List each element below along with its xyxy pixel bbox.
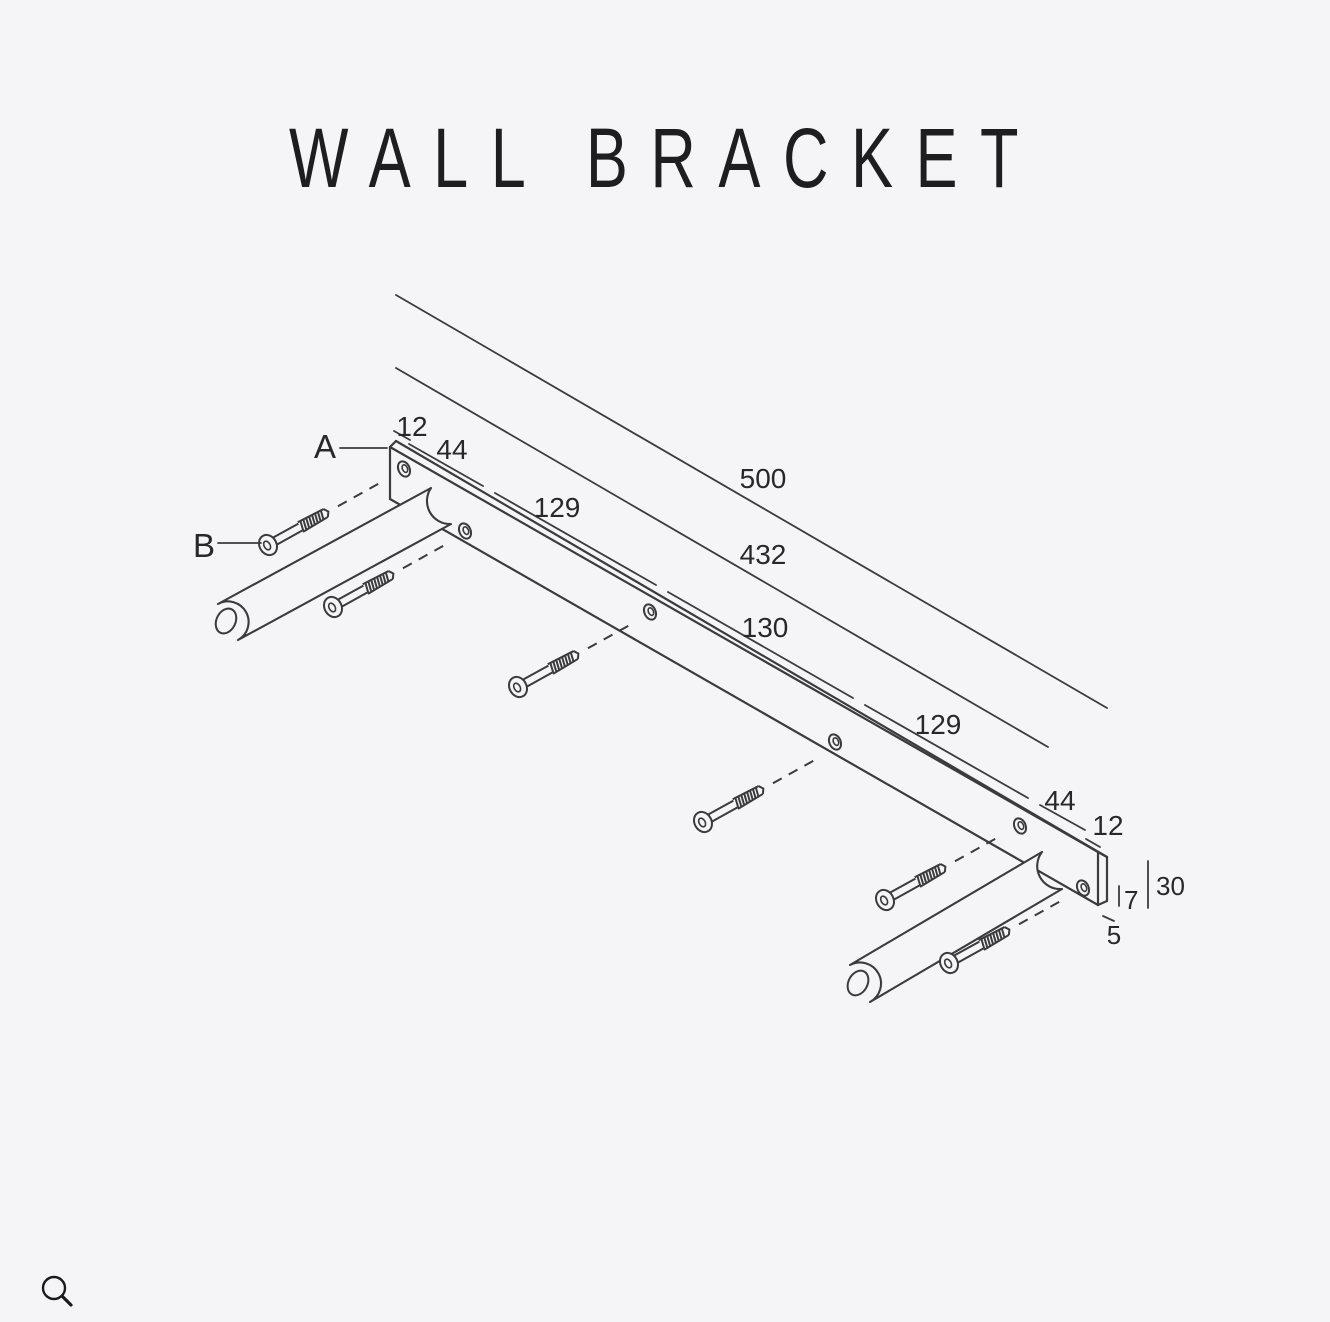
hole-6: [1073, 877, 1093, 899]
dim-line-432: [395, 367, 1049, 748]
tick-12-right: [1085, 838, 1101, 848]
dimension-lines: [217, 294, 1149, 922]
dim-44-left: 44: [436, 434, 467, 465]
right-peg-body: [848, 850, 1064, 1004]
dim-30: 30: [1156, 871, 1185, 901]
tick-12-left: [393, 430, 411, 441]
dim-12-left: 12: [396, 411, 427, 442]
dim-130: 130: [742, 612, 789, 643]
hole-3: [640, 601, 660, 623]
right-peg-end-face: [846, 969, 870, 997]
tick-5: [1102, 915, 1115, 922]
left-peg-body: [216, 486, 453, 642]
dim-12-right: 12: [1092, 810, 1123, 841]
left-peg-end-face: [214, 607, 238, 635]
dim-432: 432: [740, 539, 787, 570]
bar-back-top-edge: [394, 439, 1109, 859]
left-peg: [214, 486, 453, 642]
dim-44-right: 44: [1044, 785, 1075, 816]
part-label-b: B: [193, 527, 215, 564]
dim-5: 5: [1107, 920, 1121, 950]
bar-bottom-edge: [388, 497, 1100, 907]
chain-seg-44-right: [1039, 804, 1086, 831]
hole-4: [825, 731, 845, 753]
bracket-bar: [388, 439, 1109, 907]
bar-left-top-edge: [388, 439, 398, 449]
chain-seg-44-left: [408, 443, 484, 487]
zoom-button[interactable]: [36, 1266, 80, 1310]
bar-front-top-edge: [388, 445, 1100, 854]
hole-5: [1010, 815, 1030, 837]
chain-seg-129-right: [864, 704, 1029, 799]
screw-3: [504, 611, 642, 702]
hole-1: [394, 458, 414, 480]
dimension-labels: 12 44 129 500 432 130 129 44 12 30 7 5 A…: [193, 411, 1185, 950]
right-peg: [846, 850, 1064, 1004]
bar-right-top-edge: [1096, 850, 1109, 859]
screw-4: [689, 746, 827, 837]
screw-holes: [394, 458, 1093, 899]
dim-7: 7: [1124, 885, 1138, 915]
bar-right-bottom-edge: [1096, 899, 1109, 907]
dim-129-right: 129: [915, 709, 962, 740]
dim-500: 500: [740, 463, 787, 494]
chain-seg-130: [667, 591, 854, 699]
part-label-a: A: [314, 428, 336, 465]
chain-seg-129-left: [494, 492, 657, 586]
dim-129-left: 129: [534, 492, 581, 523]
page-title: WALL BRACKET: [289, 111, 1041, 205]
dim-line-500: [395, 294, 1108, 709]
magnifier-icon: [41, 1275, 73, 1307]
